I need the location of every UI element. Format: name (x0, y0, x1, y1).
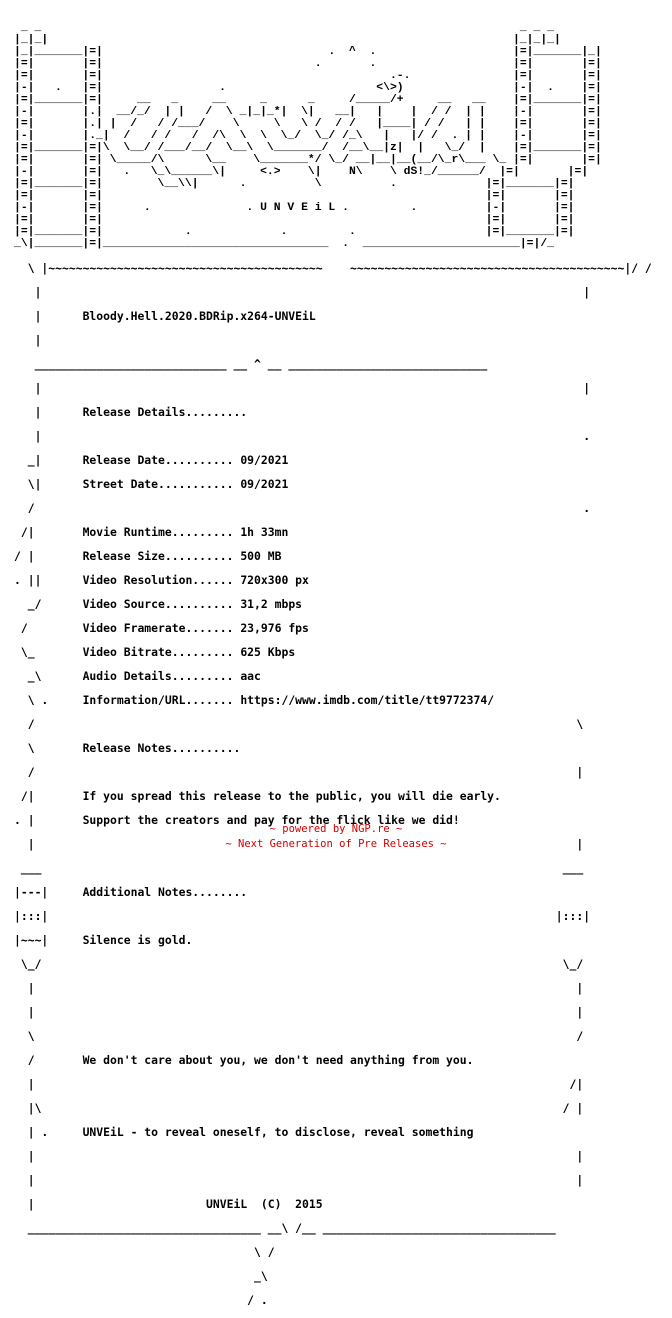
detail-row: _| Release Date.......... 09/2021 (14, 453, 289, 467)
additional-note-line: |~~~| Silence is gold. (14, 933, 193, 947)
detail-row: / | Release Size.......... 500 MB (14, 549, 282, 563)
footer-powered-by: ~ powered by NGP.re ~ (269, 823, 403, 835)
additional-notes-heading: |---| Additional Notes........ (14, 885, 248, 899)
spacer: | | (14, 981, 584, 995)
detail-row: _/ Video Source.......... 31,2 mbps (14, 597, 303, 611)
spacer: | | (14, 1173, 584, 1187)
tagline-line: / We don't care about you, we don't need… (14, 1053, 474, 1067)
spacer: ___ ___ (14, 861, 584, 875)
box-top-border: \ |~~~~~~~~~~~~~~~~~~~~~~~~~~~~~~~~~~~~~… (14, 261, 652, 275)
footer-tagline: ~ Next Generation of Pre Releases ~ (225, 838, 447, 850)
detail-row: \_ Video Bitrate......... 625 Kbps (14, 645, 296, 659)
spacer: / . (14, 501, 591, 515)
release-details-heading: | Release Details......... (14, 405, 248, 419)
detail-row: / Video Framerate....... 23,976 fps (14, 621, 309, 635)
detail-row: . || Video Resolution...... 720x300 px (14, 573, 309, 587)
spacer: |\ / | (14, 1101, 584, 1115)
spacer: / . (14, 1293, 268, 1307)
spacer: | /| (14, 1077, 584, 1091)
detail-row: _\ Audio Details......... aac (14, 669, 261, 683)
spacer: |:::| |:::| (14, 909, 591, 923)
spacer: / \ (14, 717, 584, 731)
release-name-row: | | (14, 285, 591, 299)
detail-row: /| Movie Runtime......... 1h 33mn (14, 525, 289, 539)
release-notes-heading: \ Release Notes.......... (14, 741, 241, 755)
spacer: | | (14, 381, 591, 395)
signature-line: | UNVEiL (C) 2015 (14, 1197, 323, 1211)
section-divider: ____________________________ __ ^ __ ___… (14, 357, 488, 371)
spacer: | . (14, 429, 591, 443)
spacer: / | (14, 765, 584, 779)
detail-row: \ . Information/URL....... https://www.i… (14, 693, 495, 707)
detail-row: \| Street Date........... 09/2021 (14, 477, 289, 491)
tagline-line: | . UNVEiL - to reveal oneself, to discl… (14, 1125, 474, 1139)
signature: UNVEiL (C) 2015 (206, 1197, 323, 1211)
spacer: | | (14, 837, 584, 851)
spacer: \ / (14, 1245, 275, 1259)
release-note-line: /| If you spread this release to the pub… (14, 789, 501, 803)
spacer: _\ (14, 1269, 268, 1283)
nfo-document: _ _ _ _ _ |_|_| |_|_|_| |_|_______|=| (14, 10, 652, 1318)
box-bottom-border: __________________________________ __\ /… (14, 1221, 556, 1235)
spacer: \ / (14, 1029, 584, 1043)
unveil-logo-art: _ _ _ _ _ |_|_| |_|_|_| |_|_______|=| (14, 22, 602, 250)
spacer: | (14, 333, 42, 347)
spacer: \_/ \_/ (14, 957, 584, 971)
release-name: Bloody.Hell.2020.BDRip.x264-UNVEiL (82, 309, 316, 323)
release-name-line: | Bloody.Hell.2020.BDRip.x264-UNVEiL (14, 309, 316, 323)
release-note-line: . | Support the creators and pay for the… (14, 813, 460, 827)
spacer: | | (14, 1005, 584, 1019)
spacer: | | (14, 1149, 584, 1163)
